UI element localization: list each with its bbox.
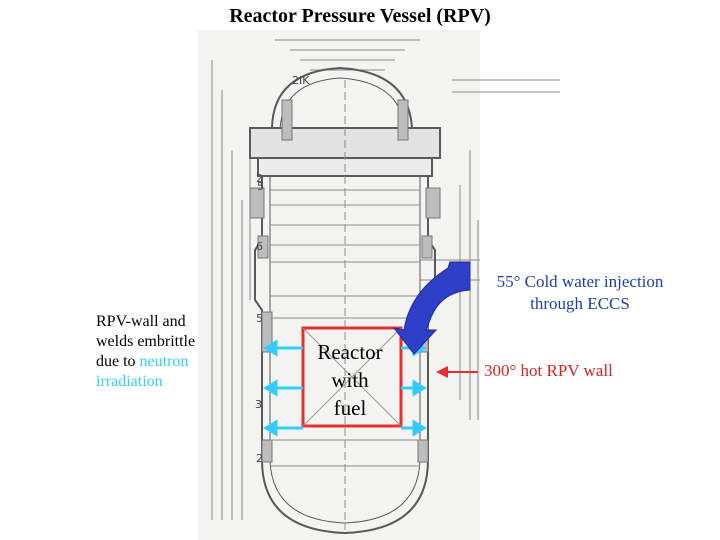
reactor-core-label: Reactor with fuel	[317, 340, 383, 420]
drawing-mark: 2IK	[292, 74, 310, 87]
neutron-highlight: neutron	[139, 353, 189, 370]
hot-wall-label: 300° hot RPV wall	[484, 361, 613, 380]
cold-water-label: 55° Cold water injection through ECCS	[496, 272, 664, 313]
drawing-mark: 6	[256, 240, 263, 253]
page-title: Reactor Pressure Vessel (RPV)	[229, 5, 491, 27]
hot-wall-arrow	[436, 366, 478, 378]
dimension-lines	[211, 39, 560, 520]
drawing-mark: 3	[255, 398, 262, 411]
drawing-mark: 5	[257, 180, 264, 193]
reactor-core-box	[301, 326, 403, 428]
note-line: RPV-wall and	[96, 313, 186, 330]
internal-lines	[270, 80, 420, 530]
note-line: welds embrittle	[96, 333, 196, 350]
note-line: due to neutron	[96, 353, 189, 370]
neutron-arrows	[263, 339, 427, 437]
drawing-mark: 2	[256, 452, 263, 465]
cold-water-arrow	[392, 261, 471, 355]
drawing-mark: 5	[256, 312, 263, 325]
note-line: irradiation	[96, 373, 163, 390]
embrittlement-note: RPV-wall and welds embrittle due to neut…	[96, 312, 236, 392]
drawing-mark: 2	[256, 172, 263, 185]
